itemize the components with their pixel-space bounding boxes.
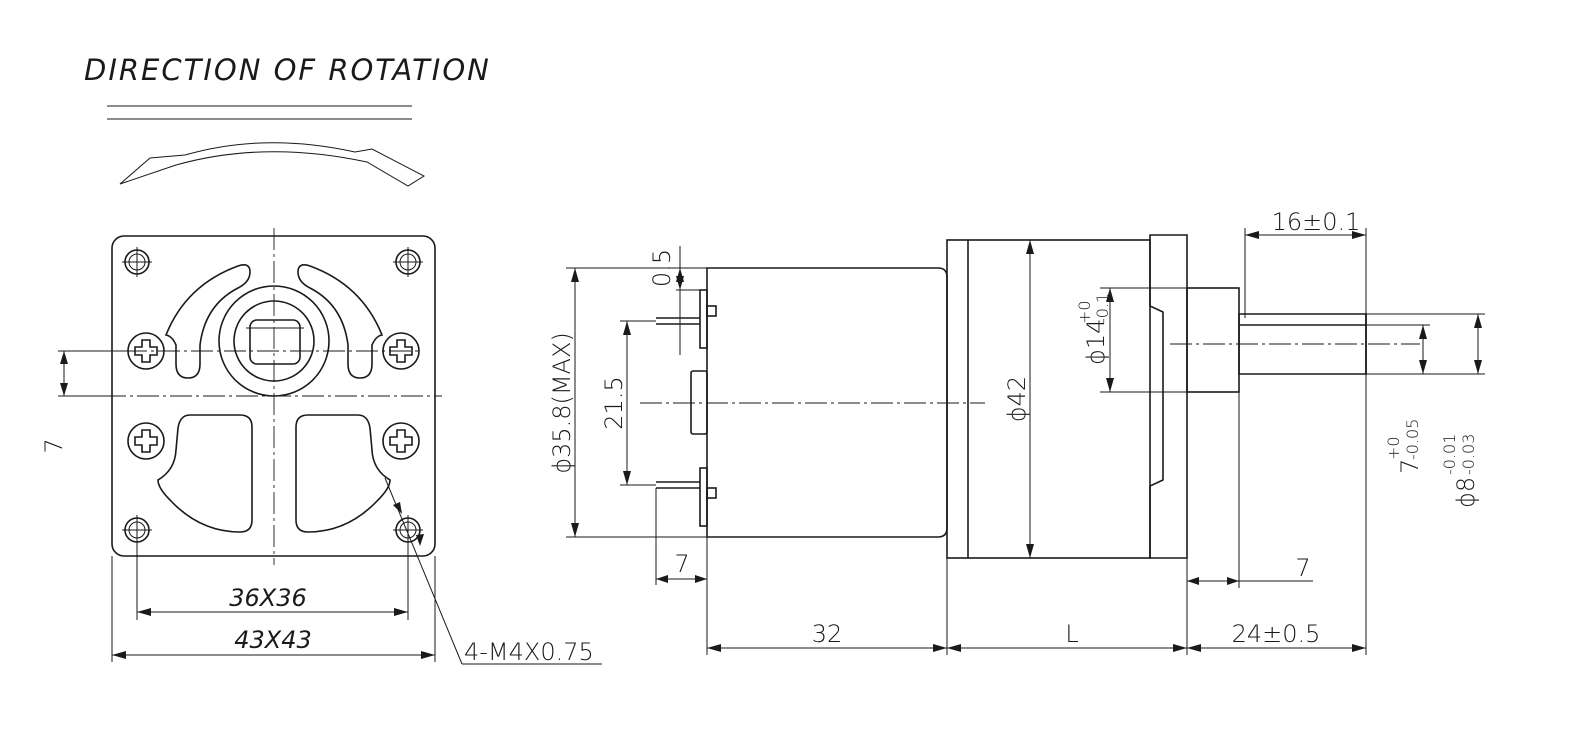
rotation-arrow-icon [119,142,426,187]
dim-front-offset: 7 [40,438,68,453]
side-view: 0.5 21.5 ϕ35.8(MAX) ϕ42 ϕ14 +0 -0.1 [548,208,1485,655]
corner-hole-bl [122,515,152,545]
dim-flat: 7 [1396,459,1424,474]
dim-terminal-width: 7 [674,550,689,578]
drawing-title: DIRECTION OF ROTATION [84,53,491,87]
corner-hole-tr [393,247,423,277]
dim-terminal-spacing: 21.5 [600,376,628,429]
lower-window-left [157,414,253,533]
corner-hole-br [393,515,423,545]
dim-shaft-length: 24±0.5 [1232,620,1321,648]
dim-key-length: 16±0.1 [1272,208,1361,236]
terminal-bottom [656,467,717,527]
arc-window-left [164,264,251,379]
dim-shaft-dia-tol-lower: -0.03 [1459,434,1478,475]
dim-pilot-dia-tol-upper: +0 [1075,300,1094,324]
pilot-boss [1186,287,1240,393]
boss-inner [233,300,315,382]
screw-icon [127,422,165,460]
thread-callout: 4-M4X0.75 [464,638,594,666]
dim-shaft-dia-tol-upper: -0.01 [1440,434,1459,475]
dim-motor-dia: ϕ35.8(MAX) [548,332,576,474]
dim-gearbox-dia: ϕ42 [1003,376,1031,422]
arc-window-right [297,264,384,379]
dim-terminal-offset: 0.5 [648,249,676,287]
screw-icon [382,332,420,370]
screw-icon [382,422,420,460]
lower-window-right [295,414,391,533]
corner-hole-tl [122,247,152,277]
dim-flat-tol-upper: +0 [1384,436,1403,460]
terminal-top [656,289,717,349]
dim-flat-tol-lower: -0.05 [1403,419,1422,460]
dim-pilot-dia: ϕ14 [1082,319,1110,365]
dim-shaft-dia: ϕ8 [1452,477,1480,508]
dim-motor-length: 32 [812,620,843,648]
dim-pilot-length: 7 [1295,554,1310,582]
rotation-legend: DIRECTION OF ROTATION [84,53,491,187]
dim-flange: 43X43 [234,626,312,654]
boss-outer [218,285,330,397]
dim-gearbox-length: L [1065,620,1078,648]
shaft-section [249,319,301,365]
dim-pilot-dia-tol-lower: -0.1 [1093,293,1112,324]
output-flange [1149,234,1188,559]
rear-bearing-cap [690,370,708,435]
motor-body [706,267,948,538]
gearbox-body [946,239,1151,559]
front-view: 7 36X36 43X43 4-M4X0.75 [40,228,602,666]
dim-hole-spacing: 36X36 [229,584,307,612]
